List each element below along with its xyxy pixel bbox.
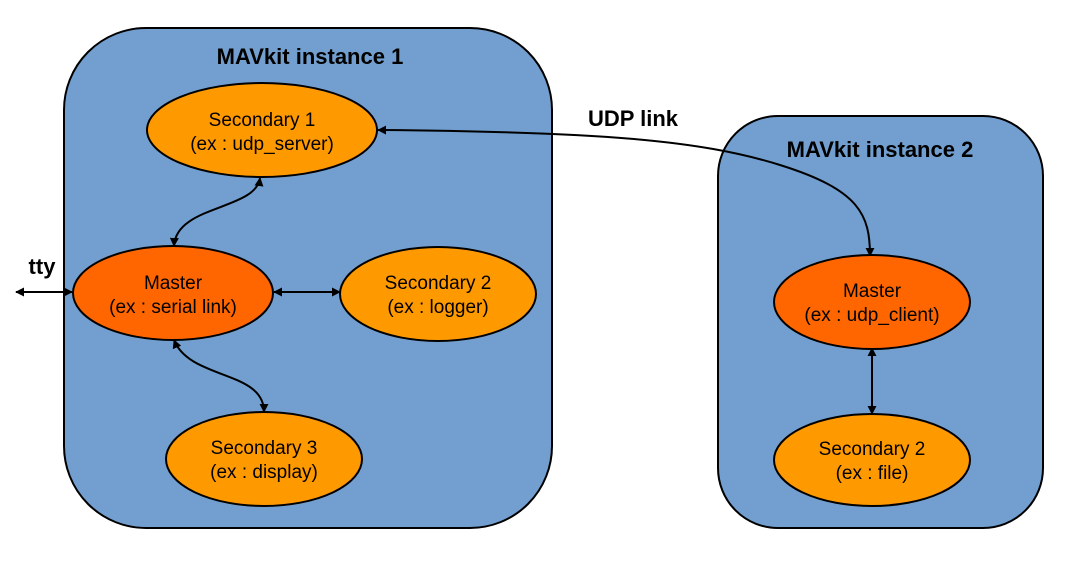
instance1-secondary1-example: (ex : udp_server) (190, 134, 334, 155)
tty-label: tty (29, 254, 57, 279)
instance1-master-name: Master (144, 273, 203, 294)
edge-master1-secondary1 (169, 177, 264, 247)
instance2-title: MAVkit instance 2 (787, 137, 974, 162)
instance1-secondary1-node: Secondary 1 (ex : udp_server) (146, 82, 378, 178)
edge-master1-secondary3 (172, 339, 269, 413)
instance1-secondary2-example: (ex : logger) (387, 297, 488, 318)
instance2-master-node: Master (ex : udp_client) (773, 254, 971, 350)
instance2-master-name: Master (843, 281, 902, 302)
instance1-secondary3-node: Secondary 3 (ex : display) (165, 411, 363, 507)
instance2-master-example: (ex : udp_client) (804, 305, 939, 326)
instance1-secondary1-name: Secondary 1 (209, 110, 316, 131)
instance2-secondary2-example: (ex : file) (836, 463, 909, 484)
instance1-secondary3-name: Secondary 3 (211, 438, 318, 459)
udp-link-label: UDP link (588, 106, 679, 131)
instance2-secondary2-node: Secondary 2 (ex : file) (773, 413, 971, 507)
instance1-master-example: (ex : serial link) (109, 297, 237, 318)
instance1-title: MAVkit instance 1 (217, 44, 404, 69)
instance1-secondary3-example: (ex : display) (210, 462, 318, 483)
instance1-master-node: Master (ex : serial link) (72, 245, 274, 341)
instance2-secondary2-name: Secondary 2 (819, 439, 926, 460)
instance1-secondary2-node: Secondary 2 (ex : logger) (339, 246, 537, 342)
instance1-secondary2-name: Secondary 2 (385, 273, 492, 294)
edge-udp-link (377, 125, 875, 257)
